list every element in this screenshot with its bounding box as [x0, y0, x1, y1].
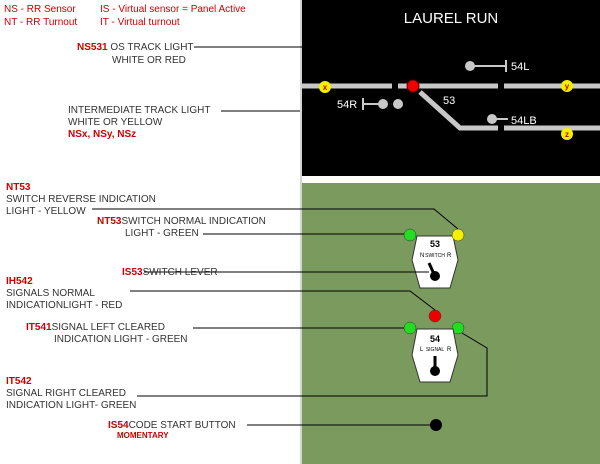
- legend-ns: NS - RR Sensor: [4, 4, 76, 15]
- is53-line1: SWITCH LEVER: [142, 267, 218, 278]
- switch-normal-light: [403, 228, 417, 242]
- indicator-54R-2: [393, 99, 403, 109]
- ns531-line1: OS TRACK LIGHT: [110, 42, 194, 53]
- signal-right-light: [451, 321, 465, 335]
- switch-plate-number: 53: [430, 239, 440, 249]
- control-board: [302, 183, 600, 464]
- nt53-norm-line1: SWITCH NORMAL INDICATION: [121, 216, 266, 227]
- intermediate-codes: NSx, NSy, NSz: [68, 129, 137, 140]
- signal-plate-text: SIGNAL: [426, 347, 445, 353]
- track-light-y-label: y: [565, 82, 570, 91]
- label-54L: 54L: [511, 61, 529, 73]
- signal-plate-number: 54: [430, 334, 440, 344]
- panel-title: LAUREL RUN: [404, 10, 498, 27]
- nt53-rev-code: NT53: [6, 182, 31, 193]
- ih542-line1: SIGNALS NORMAL: [6, 288, 95, 299]
- switch-plate-text: SWITCH: [425, 253, 445, 259]
- switch-plate-r: R: [447, 253, 452, 259]
- code-start-button[interactable]: [430, 419, 442, 431]
- annotation-is54: IS54CODE START BUTTON: [108, 420, 236, 432]
- track-light-y: [561, 80, 573, 92]
- nt53-norm-code: NT53: [97, 216, 122, 227]
- signal-plate: 54 SIGNAL L R: [411, 328, 459, 383]
- track-light-z: [561, 128, 573, 140]
- intermediate-line2: WHITE OR YELLOW: [68, 117, 163, 128]
- label-54LB: 54LB: [511, 115, 537, 127]
- signal-plate-r: R: [447, 347, 452, 353]
- indicator-54R-1: [378, 99, 388, 109]
- legend-is: IS - Virtual sensor = Panel Active: [100, 4, 246, 15]
- it541-line2: INDICATION LIGHT - GREEN: [54, 334, 188, 345]
- is54-code: IS54: [108, 420, 129, 431]
- track-light-z-label: z: [565, 130, 569, 139]
- label-54R: 54R: [337, 99, 357, 111]
- it541-line1: SIGNAL LEFT CLEARED: [51, 322, 165, 333]
- indicator-54L: [465, 61, 475, 71]
- it542-line1: SIGNAL RIGHT CLEARED: [6, 388, 127, 399]
- legend-nt: NT - RR Turnout: [4, 17, 78, 28]
- annotation-ns531: NS531 OS TRACK LIGHT: [77, 42, 194, 54]
- ns531-code: NS531: [77, 42, 108, 53]
- legend-it: IT - Virtual turnout: [100, 17, 180, 28]
- switch-lever[interactable]: [427, 262, 440, 281]
- nt53-rev-line1: SWITCH REVERSE INDICATION: [6, 194, 156, 205]
- label-53: 53: [443, 95, 455, 107]
- it542-code: IT542: [6, 376, 32, 387]
- is53-code: IS53: [122, 267, 143, 278]
- annotation-is53: IS53SWITCH LEVER: [122, 267, 218, 279]
- ih542-line2: INDICATIONLIGHT - RED: [6, 300, 123, 311]
- ns531-line2: WHITE OR RED: [112, 55, 186, 66]
- track-light-x: [319, 81, 331, 93]
- switch-reverse-light: [451, 228, 465, 242]
- signal-left-light: [403, 321, 417, 335]
- os-track-light: [406, 79, 420, 93]
- is54-line1: CODE START BUTTON: [128, 420, 236, 431]
- ih542-code: IH542: [6, 276, 33, 287]
- annotation-nt53-normal: NT53SWITCH NORMAL INDICATION: [97, 216, 266, 228]
- signal-lever[interactable]: [430, 356, 440, 376]
- it541-code: IT541: [26, 322, 52, 333]
- annotation-it541: IT541SIGNAL LEFT CLEARED: [26, 322, 165, 334]
- nt53-rev-line2: LIGHT - YELLOW: [6, 206, 86, 217]
- it542-line2: INDICATION LIGHT- GREEN: [6, 400, 137, 411]
- nt53-norm-line2: LIGHT - GREEN: [125, 228, 199, 239]
- track-light-x-label: x: [323, 83, 328, 92]
- switch-plate-n: N: [420, 253, 424, 259]
- switch-plate: 53 SWITCH N R: [411, 235, 459, 289]
- signal-normal-light: [428, 309, 442, 323]
- leader-lines: [92, 46, 488, 426]
- signal-plate-l: L: [420, 347, 424, 353]
- diverging-track: [418, 90, 498, 131]
- intermediate-line1: INTERMEDIATE TRACK LIGHT: [68, 105, 211, 116]
- is54-line2: MOMENTARY: [117, 431, 169, 440]
